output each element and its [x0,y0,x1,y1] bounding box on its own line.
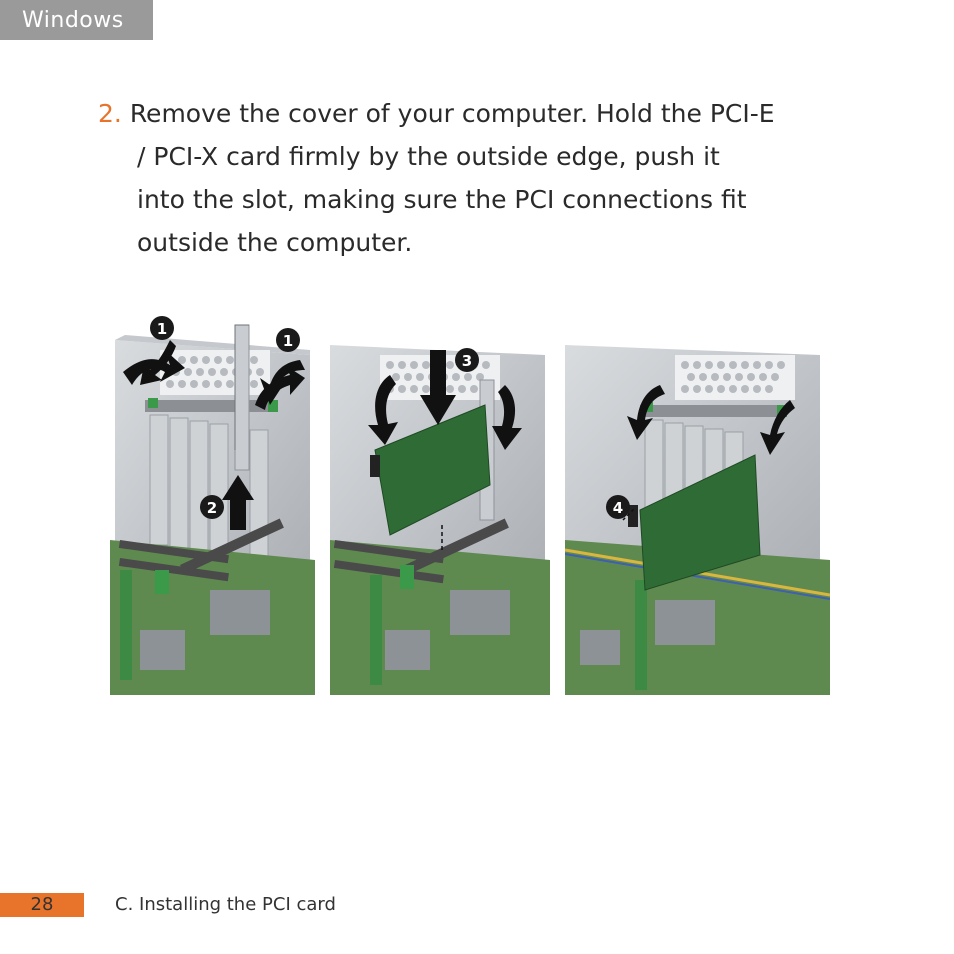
svg-text:2: 2 [207,499,217,517]
panel-remove-bracket: 1 1 2 [110,316,315,695]
section-tab: Windows [0,0,153,40]
callout-4: 4 [606,495,630,519]
step-number: 2. [98,99,122,128]
instruction-step: 2. Remove the cover of your computer. Ho… [98,92,878,264]
section-title: C. Installing the PCI card [115,894,336,915]
svg-text:1: 1 [283,332,293,350]
step-text-1: Remove the cover of your computer. Hold … [129,99,775,128]
panel-secure-bracket: 4 [565,345,830,695]
callout-1b: 1 [276,328,300,352]
panel-insert-card: 3 [330,345,550,695]
installation-illustration: 1 1 2 [110,310,830,695]
step-line-4: outside the computer. [137,228,413,257]
page-number: 28 [0,893,84,917]
svg-text:4: 4 [613,499,623,517]
callout-1a: 1 [150,316,174,340]
step-line-2: / PCI-X card firmly by the outside edge,… [137,142,720,171]
svg-text:3: 3 [462,352,472,370]
step-line-3: into the slot, making sure the PCI conne… [137,185,747,214]
svg-text:1: 1 [157,320,167,338]
step-line-1: 2. Remove the cover of your computer. Ho… [98,92,878,135]
callout-3: 3 [455,348,479,372]
callout-2: 2 [200,495,224,519]
